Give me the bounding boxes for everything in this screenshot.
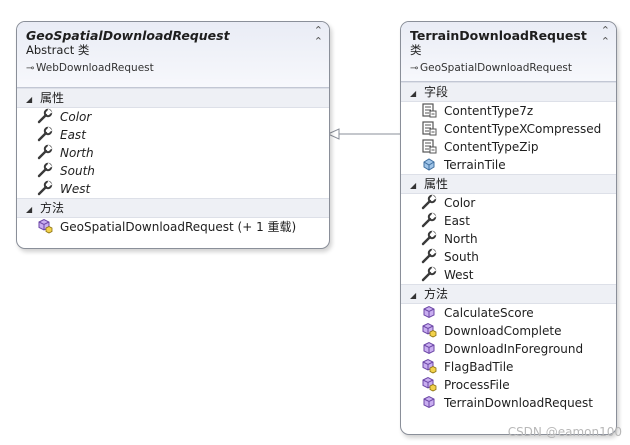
member-name: ProcessFile	[444, 378, 510, 392]
protected-method-icon	[421, 358, 438, 379]
class-kind: 类	[410, 43, 422, 57]
section-header[interactable]: ◢ 字段	[401, 82, 616, 102]
wrench-icon	[421, 230, 438, 251]
member-item[interactable]: South	[17, 162, 329, 180]
member-name: CalculateScore	[444, 306, 534, 320]
wrench-icon	[37, 180, 54, 201]
field-icon	[421, 156, 438, 177]
member-name: ContentType7z	[444, 104, 534, 118]
member-item[interactable]: Color	[17, 108, 329, 126]
wrench-icon	[37, 144, 54, 165]
watermark: CSDN @eamon100	[507, 425, 622, 439]
class-box-geospatial-download-request[interactable]: GeoSpatialDownloadRequest Abstract 类 ⊸We…	[16, 21, 330, 249]
member-item[interactable]: North	[17, 144, 329, 162]
protected-method-icon	[421, 322, 438, 343]
class-name: GeoSpatialDownloadRequest	[26, 28, 230, 43]
member-name: Color	[60, 110, 92, 124]
member-name: South	[444, 250, 479, 264]
member-name: TerrainTile	[444, 158, 506, 172]
triangle-down-icon[interactable]: ◢	[410, 89, 417, 98]
base-class: ⊸GeoSpatialDownloadRequest	[410, 62, 573, 74]
wrench-icon	[37, 126, 54, 147]
member-name: ContentTypeZip	[444, 140, 539, 154]
member-item[interactable]: ProcessFile	[401, 376, 616, 394]
member-item[interactable]: ContentTypeXCompressed	[401, 120, 616, 138]
member-name: DownloadInForeground	[444, 342, 584, 356]
member-item[interactable]: TerrainDownloadRequest	[401, 394, 616, 412]
method-cube-icon	[421, 304, 438, 325]
member-name: West	[444, 268, 474, 282]
member-name: North	[444, 232, 478, 246]
triangle-down-icon[interactable]: ◢	[26, 95, 33, 104]
member-name: ContentTypeXCompressed	[444, 122, 602, 136]
member-item[interactable]: GeoSpatialDownloadRequest (+ 1 重载)	[17, 218, 329, 236]
member-item[interactable]: TerrainTile	[401, 156, 616, 174]
section-label: 方法	[40, 201, 65, 215]
protected-method-icon	[421, 376, 438, 397]
member-name: East	[60, 128, 86, 142]
section-label: 属性	[424, 177, 449, 191]
class-kind: Abstract 类	[26, 43, 90, 57]
member-name: FlagBadTile	[444, 360, 514, 374]
protected-method-icon	[37, 218, 54, 239]
member-item[interactable]: West	[401, 266, 616, 284]
member-name: TerrainDownloadRequest	[444, 396, 594, 410]
method-cube-icon	[421, 340, 438, 361]
triangle-down-icon[interactable]: ◢	[410, 181, 417, 190]
triangle-down-icon[interactable]: ◢	[410, 291, 417, 300]
triangle-down-icon[interactable]: ◢	[26, 205, 33, 214]
section-label: 方法	[424, 287, 449, 301]
section-methods: ◢ 方法 GeoSpatialDownloadRequest (+ 1 重载)	[17, 198, 329, 236]
member-item[interactable]: CalculateScore	[401, 304, 616, 322]
wrench-icon	[421, 248, 438, 269]
constant-field-icon	[421, 120, 438, 141]
inherit-arrow-icon: ⊸	[26, 63, 35, 74]
class-header[interactable]: GeoSpatialDownloadRequest Abstract 类 ⊸We…	[17, 22, 329, 88]
member-item[interactable]: West	[17, 180, 329, 198]
class-box-terrain-download-request[interactable]: TerrainDownloadRequest 类 ⊸GeoSpatialDown…	[400, 21, 617, 435]
member-name: North	[60, 146, 94, 160]
constant-field-icon	[421, 102, 438, 123]
constant-field-icon	[421, 138, 438, 159]
member-item[interactable]: North	[401, 230, 616, 248]
base-class: ⊸WebDownloadRequest	[26, 62, 154, 74]
wrench-icon	[37, 162, 54, 183]
section-header[interactable]: ◢ 属性	[401, 174, 616, 194]
method-cube-icon	[421, 394, 438, 415]
member-name: East	[444, 214, 470, 228]
member-item[interactable]: ContentType7z	[401, 102, 616, 120]
member-item[interactable]: East	[17, 126, 329, 144]
inherit-arrow-icon: ⊸	[410, 63, 419, 74]
class-name: TerrainDownloadRequest	[410, 28, 587, 43]
member-name: GeoSpatialDownloadRequest (+ 1 重载)	[60, 220, 297, 234]
double-chevron-up-icon[interactable]: ⌃⌃	[313, 24, 323, 48]
wrench-icon	[421, 266, 438, 287]
member-name: West	[60, 182, 91, 196]
member-name: Color	[444, 196, 476, 210]
member-item[interactable]: FlagBadTile	[401, 358, 616, 376]
wrench-icon	[421, 212, 438, 233]
section-header[interactable]: ◢ 属性	[17, 88, 329, 108]
member-name: DownloadComplete	[444, 324, 562, 338]
member-item[interactable]: Color	[401, 194, 616, 212]
section-header[interactable]: ◢ 方法	[17, 198, 329, 218]
wrench-icon	[421, 194, 438, 215]
member-item[interactable]: ContentTypeZip	[401, 138, 616, 156]
member-item[interactable]: DownloadComplete	[401, 322, 616, 340]
section-label: 字段	[424, 85, 449, 99]
member-item[interactable]: South	[401, 248, 616, 266]
double-chevron-up-icon[interactable]: ⌃⌃	[600, 24, 610, 48]
class-header[interactable]: TerrainDownloadRequest 类 ⊸GeoSpatialDown…	[401, 22, 616, 82]
member-name: South	[60, 164, 95, 178]
wrench-icon	[37, 108, 54, 129]
member-item[interactable]: East	[401, 212, 616, 230]
section-header[interactable]: ◢ 方法	[401, 284, 616, 304]
section-label: 属性	[40, 91, 65, 105]
member-item[interactable]: DownloadInForeground	[401, 340, 616, 358]
